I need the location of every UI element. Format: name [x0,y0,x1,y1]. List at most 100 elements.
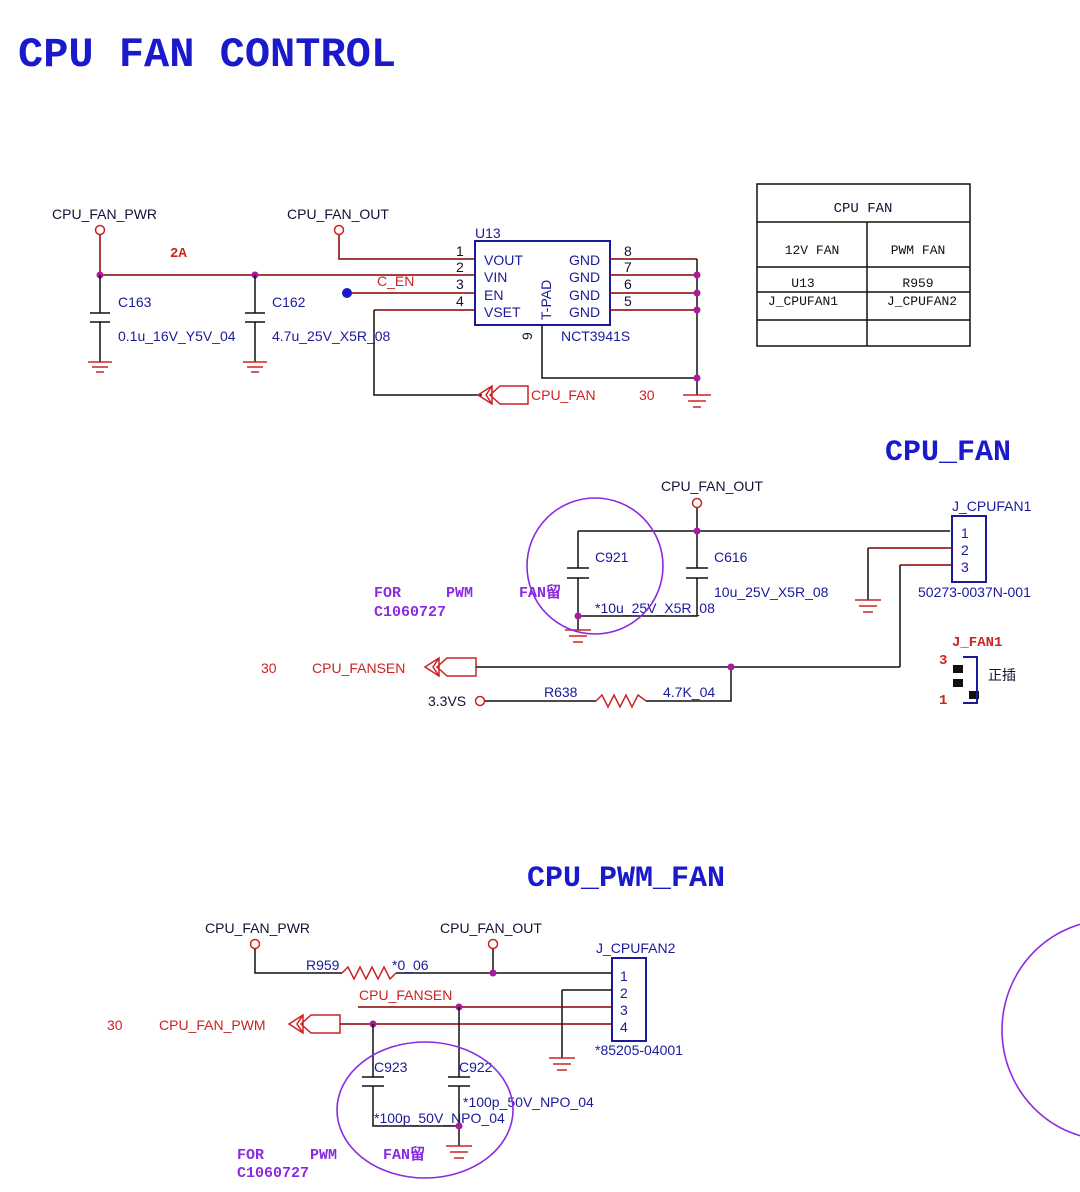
offpage-port-cpu-fan: CPU_FAN [531,387,596,403]
net-label-cpu-fan-out: CPU_FAN_OUT [661,478,763,494]
connector-j-fan1-pin-icon [953,679,963,687]
ground-icon [446,1145,472,1159]
offpage-port-cpu-fansen-icon [423,656,477,678]
net-label-cpu-fansen: CPU_FANSEN [312,660,405,676]
wire-vin [99,235,475,276]
wire-tpad-gnd [541,325,697,379]
connector-pin: 2 [961,542,969,558]
junction [727,663,735,671]
u13-pin-num: 9 [519,332,535,340]
connector-j-fan1-pin-icon [953,665,963,673]
u13-pin-num: 5 [624,293,632,309]
u13-pin-gnd: GND [569,304,600,320]
table-frame [756,183,971,347]
net-label-cpu-fan-pwr: CPU_FAN_PWR [52,206,157,222]
connector-j-fan1-pin: 3 [939,653,947,669]
page-ref: 30 [261,660,277,676]
note-for: FOR [237,1147,264,1164]
capacitor-c163-symbol [90,275,110,362]
wire-vout [338,235,475,260]
c921-value: *10u_25V_X5R_08 [595,600,715,616]
r959-value: *0_06 [392,957,429,973]
ground-icon [549,1057,575,1071]
power-port-cpu-fan-out [333,224,345,236]
connector-j-cpufan1-ref: J_CPUFAN1 [952,498,1032,514]
capacitor-c616-symbol [578,531,708,617]
connector-j-fan1-pin: 1 [939,693,947,709]
connector-pin: 3 [961,559,969,575]
net-label-3v3vs: 3.3VS [428,693,466,709]
note-code: C1060727 [237,1165,309,1182]
net-label-cpu-fan-out: CPU_FAN_OUT [287,206,389,222]
u13-pin-num: 7 [624,259,632,275]
section-cpu-pwm-fan: CPU_PWM_FAN CPU_FAN_PWR CPU_FAN_OUT R959… [107,862,1080,1182]
table-cell: J_CPUFAN2 [887,294,957,309]
u13-pin-vin: VIN [484,269,507,285]
table-col-12v-fan: 12V FAN [785,243,840,258]
connector-j-fan1-pin-icon [969,691,979,699]
wire-vset-to-port [373,310,482,396]
junction [489,969,497,977]
wire-fansen [476,666,900,702]
connector-j-cpufan2-ref: J_CPUFAN2 [596,940,676,956]
highlight-circle [526,497,664,635]
u13-pin-en: EN [484,287,503,303]
connector-j-fan1-body [963,656,978,704]
u13-pin-num: 2 [456,259,464,275]
u13-pin-num: 3 [456,276,464,292]
highlight-circle [336,1041,514,1179]
power-port-cpu-fan-out [691,497,703,509]
u13-part: NCT3941S [561,328,630,344]
c616-value: 10u_25V_X5R_08 [714,584,829,600]
table-grid [757,221,970,346]
table-cell: J_CPUFAN1 [768,294,838,309]
power-port-3v3vs [474,695,486,707]
connector-j-cpufan2-part: *85205-04001 [595,1042,683,1058]
fan-option-table: CPU FAN 12V FAN PWM FAN U13 R959 J_CPUFA… [756,183,971,347]
power-port-cpu-fan-out [487,938,499,950]
junction [455,1122,463,1130]
capacitor-c923-symbol [362,1024,459,1127]
c163-ref: C163 [118,294,152,310]
connector-pin: 4 [620,1019,628,1035]
capacitor-c922-symbol [448,1007,470,1146]
u13-pin-gnd: GND [569,269,600,285]
connector-pin: 1 [620,968,628,984]
net-label-cpu-fan-pwr: CPU_FAN_PWR [205,920,310,936]
power-port-cpu-fan-pwr [249,938,261,950]
offpage-port-cpu-fan-icon [476,384,529,406]
connector-pin: 1 [961,525,969,541]
c163-value: 0.1u_16V_Y5V_04 [118,328,236,344]
note-code: C1060727 [374,604,446,621]
connector-j-cpufan2-body [611,957,647,1042]
ground-icon [565,629,591,643]
ground-icon [243,361,267,373]
resistor-r959-symbol [341,965,397,981]
capacitor-c162-symbol [245,275,265,362]
net-label-cpu-fansen: CPU_FANSEN [359,987,452,1003]
offpage-port-cpu-fan-pwm-icon [287,1013,341,1035]
net-label-cpu-fan-out: CPU_FAN_OUT [440,920,542,936]
c616-ref: C616 [714,549,748,565]
c921-ref: C921 [595,549,629,565]
section-u13: CPU_FAN_PWR CPU_FAN_OUT 2A C_EN C163 0.1… [52,206,711,408]
r638-ref: R638 [544,684,578,700]
r959-ref: R959 [306,957,340,973]
u13-pin-gnd: GND [569,252,600,268]
u13-pin-num: 8 [624,243,632,259]
connector-j-fan1-ref: J_FAN1 [952,635,1002,651]
u13-pin-vset: VSET [484,304,521,320]
u13-pin-num: 6 [624,276,632,292]
net-label-c-en: C_EN [377,273,414,289]
resistor-r638-symbol [595,693,647,709]
table-header: CPU FAN [834,201,893,217]
wire-pwr [254,949,612,974]
wire-fan-out [578,508,950,532]
junction [574,612,582,620]
capacitor-c921-symbol [567,531,589,630]
en-junction [342,288,352,298]
table-col-pwm-fan: PWM FAN [891,243,946,258]
section-title-cpu-fan: CPU_FAN [885,436,1011,470]
power-port-cpu-fan-pwr [94,224,106,236]
